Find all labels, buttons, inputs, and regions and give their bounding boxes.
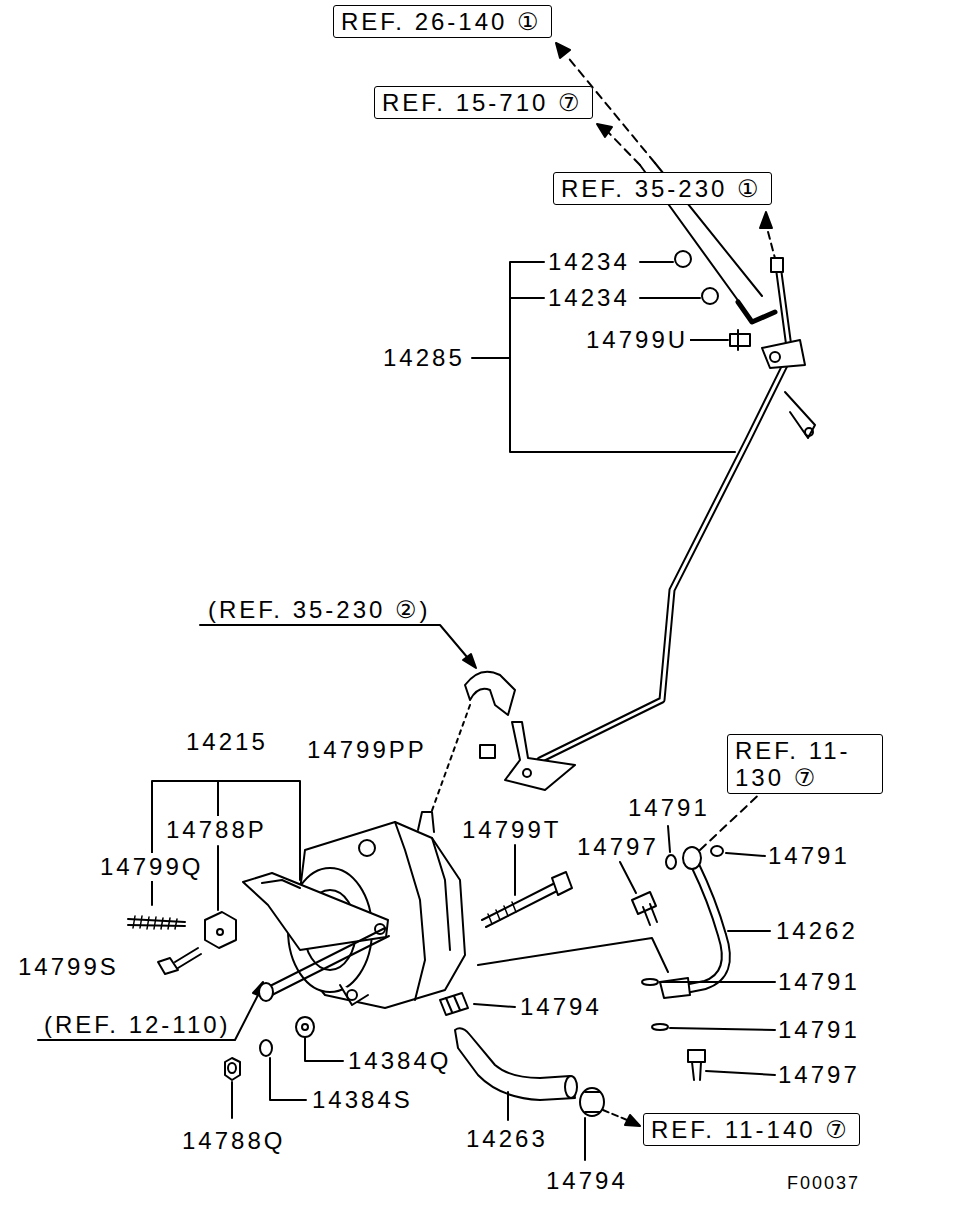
part-number: 14285 [381,344,467,372]
part-number: 14262 [774,917,860,945]
part-number: 14791 [776,968,862,996]
reference-label: (REF. 35-230 ②) [206,596,433,624]
part-number: 14799S [16,953,121,981]
reference-text: REF. 11-140 ⑦ [651,1116,852,1143]
reference-box: REF. 11-140 ⑦ [643,1113,860,1146]
reference-text: REF. 35-230 ① [561,175,764,202]
part-number: 14797 [776,1061,862,1089]
reference-box: REF. 26-140 ① [333,5,552,38]
part-number: 14799T [460,816,563,844]
part-number: 14794 [544,1167,630,1195]
part-number: 14384Q [346,1047,453,1075]
reference-label: (REF. 12-110) [42,1011,233,1039]
part-number: 14791 [766,842,852,870]
part-number: 14215 [184,728,270,756]
reference-text: REF. 15-710 ⑦ [382,89,585,116]
part-number: 14234 [546,248,632,276]
part-number: 14791 [626,794,712,822]
part-number: 14384S [310,1086,415,1114]
part-number: 14799U [584,326,690,354]
part-number: 14799Q [98,853,205,881]
reference-box: REF. 15-710 ⑦ [374,86,593,119]
reference-box: REF. 35-230 ① [553,172,772,205]
part-number: 14799PP [305,736,429,764]
part-number: 14788P [164,816,269,844]
reference-box: REF. 11-130 ⑦ [727,734,883,794]
reference-text: REF. 26-140 ① [341,8,544,35]
part-number: 14791 [776,1016,862,1044]
part-number: 14263 [464,1125,550,1153]
part-number: 14794 [518,993,604,1021]
reference-text: REF. 11-130 ⑦ [735,737,875,791]
part-number: 14234 [546,284,632,312]
part-number: 14788Q [180,1127,287,1155]
part-number: F00037 [785,1169,862,1197]
part-number: 14797 [575,833,661,861]
